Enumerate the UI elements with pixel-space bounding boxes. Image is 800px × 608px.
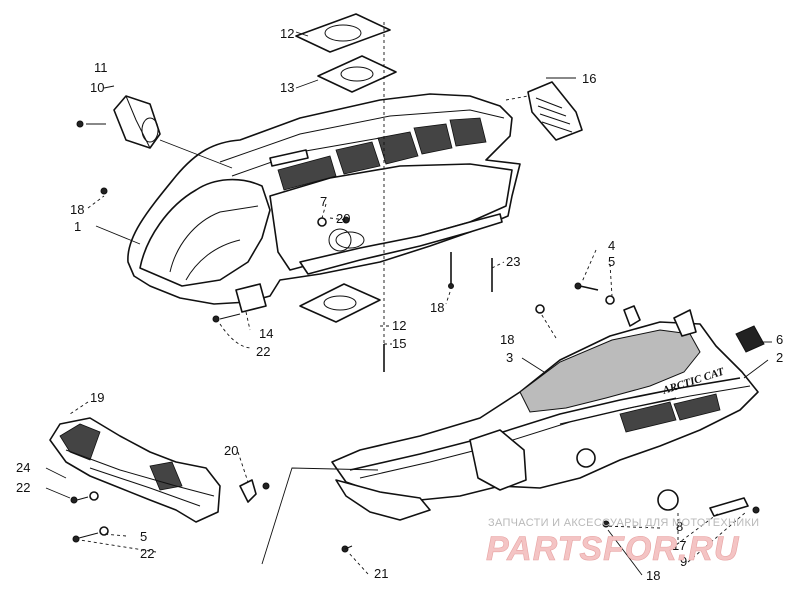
grille-part-16 [527, 81, 583, 141]
callout-14: 14 [259, 326, 273, 341]
callout-5-right: 5 [608, 254, 615, 269]
gasket-plate-12-upper [295, 13, 391, 53]
assembly-line [261, 467, 379, 565]
callout-20-lower: 20 [224, 443, 238, 458]
belly-pan-part-1 [127, 93, 521, 313]
nose-pan-hardware [70, 479, 270, 543]
callout-1: 1 [74, 219, 81, 234]
callout-8: 8 [676, 519, 683, 534]
callout-9: 9 [680, 554, 687, 569]
gasket-plate-12-lower [299, 283, 381, 323]
callout-12-top: 12 [280, 26, 294, 41]
leader-lines [45, 31, 772, 576]
callout-18-bottom: 18 [646, 568, 660, 583]
callout-labels: 11 10 12 13 16 18 1 7 20 23 18 12 14 15 … [16, 26, 783, 583]
callout-3: 3 [506, 350, 513, 365]
callout-4: 4 [608, 238, 615, 253]
callout-24: 24 [16, 460, 30, 475]
callout-18-right: 18 [500, 332, 514, 347]
callout-20-upper: 20 [336, 211, 350, 226]
hood-hardware [341, 282, 760, 553]
callout-5-left: 5 [140, 529, 147, 544]
callout-21: 21 [374, 566, 388, 581]
air-duct-part-10 [76, 95, 233, 169]
callout-22-bottom: 22 [140, 546, 154, 561]
callout-15: 15 [392, 336, 406, 351]
callout-23: 23 [506, 254, 520, 269]
watermark-logo: PARTSFOR.RU [486, 530, 740, 568]
callout-6: 6 [776, 332, 783, 347]
callout-2: 2 [776, 350, 783, 365]
callout-17: 17 [672, 538, 686, 553]
nose-pan-part-19 [49, 417, 221, 523]
callout-13: 13 [280, 80, 294, 95]
callout-18-upper-left: 18 [70, 202, 84, 217]
callout-22-left: 22 [16, 480, 30, 495]
callout-19: 19 [90, 390, 104, 405]
callout-12-lower: 12 [392, 318, 406, 333]
callout-18-mid: 18 [430, 300, 444, 315]
callout-7: 7 [320, 194, 327, 209]
callout-10: 10 [90, 80, 104, 95]
callout-16: 16 [582, 71, 596, 86]
callout-22-upper: 22 [256, 344, 270, 359]
watermark-tagline: ЗАПЧАСТИ И АКСЕССУАРЫ ДЛЯ МОТОТЕХНИКИ [488, 517, 759, 529]
hood-part-2 [331, 309, 765, 521]
callout-11: 11 [94, 60, 108, 75]
gasket-plate-13 [317, 55, 397, 93]
